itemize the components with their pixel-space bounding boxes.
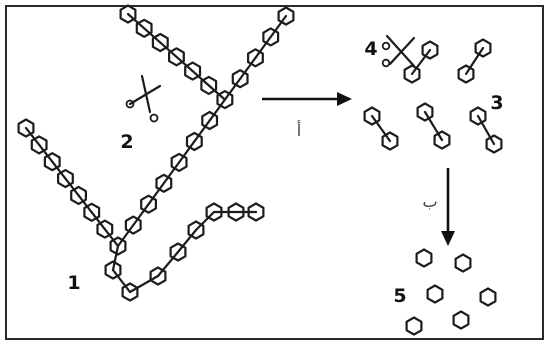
polymer-left-branch-monomer-bond xyxy=(90,211,106,231)
step-label-first: أ xyxy=(297,120,301,140)
fragment-dimer-a-ring xyxy=(403,64,421,84)
polymer-trunk-monomer-ring xyxy=(170,152,188,172)
polymer-trunk-monomer-bond xyxy=(193,119,211,143)
polymer-trunk-monomer-ring xyxy=(247,48,264,68)
polymer-left-branch-monomer-bond xyxy=(38,143,54,163)
polymer-left-branch-monomer-bond xyxy=(51,160,67,180)
polymer-lower-branch-monomer-bond xyxy=(194,210,216,232)
polymer-left-branch-monomer-ring xyxy=(83,202,101,222)
figure-frame xyxy=(5,5,544,340)
polymer-trunk-monomer-bond xyxy=(162,161,181,185)
polymer-trunk-monomer-ring xyxy=(277,6,295,26)
polymer-lower-branch-monomer-ring xyxy=(169,242,187,262)
fragment-dimer-c-bond xyxy=(370,114,392,143)
polymer-lower-branch-monomer-ring xyxy=(149,266,167,286)
polymer-top-branch-monomer-bond xyxy=(175,55,194,73)
polymer-lower-branch-monomer-bond xyxy=(176,228,198,254)
free-monomer-ring xyxy=(452,310,470,330)
free-monomer-ring xyxy=(415,248,433,268)
scissors-icon-right xyxy=(381,34,416,68)
polymer-trunk-monomer-ring xyxy=(140,194,157,214)
polymer-lower-branch-monomer-ring xyxy=(187,220,205,240)
label-scissors-right: 4 xyxy=(364,38,377,60)
polymer-left-branch-monomer-bond xyxy=(77,194,93,214)
polymer-trunk-monomer-bond xyxy=(254,35,272,59)
label-fragments: 3 xyxy=(490,92,503,114)
polymer-top-branch-monomer-bond xyxy=(159,41,178,58)
label-monomers: 5 xyxy=(393,285,406,307)
fragment-dimer-a-ring xyxy=(421,40,439,60)
polymer-left-branch-monomer-ring xyxy=(70,185,88,205)
polymer-trunk-monomer-bond xyxy=(147,182,165,206)
polymer-top-branch-monomer-ring xyxy=(184,61,202,81)
free-monomer-ring xyxy=(426,284,444,304)
polymer-top-branch-monomer-bond xyxy=(126,12,146,30)
polymer-left-branch-monomer-bond xyxy=(64,177,80,197)
polymer-top-branch-monomer-ring xyxy=(168,47,185,67)
polymer-trunk-monomer-bond xyxy=(269,14,288,39)
polymer-trunk-monomer-bond xyxy=(223,77,242,101)
fragment-dimer-b-ring xyxy=(457,64,475,84)
free-monomer-ring xyxy=(454,253,472,273)
polymer-left-branch-monomer-ring xyxy=(17,118,35,138)
polymer-left-branch-monomer-ring xyxy=(30,135,48,155)
polymer-top-branch-monomer-ring xyxy=(119,4,137,24)
polymer-top-branch-monomer-ring xyxy=(135,18,153,38)
polymer-trunk-monomer-bond xyxy=(239,56,257,80)
polymer-trunk-monomer-bond xyxy=(208,98,227,122)
polymer-trunk-monomer-ring xyxy=(262,27,280,47)
polymer-trunk-monomer-ring xyxy=(109,236,127,256)
polymer-lower-branch-monomer-bond xyxy=(111,268,132,294)
polymer-left-branch-monomer-ring xyxy=(96,219,114,239)
polymer-lower-branch-monomer-ring xyxy=(247,202,265,222)
arrow-step-first xyxy=(262,92,352,106)
fragment-dimer-c-ring xyxy=(363,106,381,126)
polymer-trunk-monomer-ring xyxy=(201,110,219,131)
polymer-lower-branch-monomer-ring xyxy=(104,260,122,280)
polymer-trunk-monomer-ring xyxy=(231,69,249,89)
polymer-top-branch-monomer-bond xyxy=(143,27,162,44)
fragment-dimer-d-bond xyxy=(423,110,444,142)
polymer-left-branch-monomer-bond xyxy=(24,126,41,146)
fragment-dimer-d-ring xyxy=(433,130,451,150)
polymer-lower-branch-monomer-ring xyxy=(227,202,245,222)
free-monomer-ring xyxy=(405,316,423,336)
fragment-dimer-e-bond xyxy=(476,114,496,146)
polymer-trunk-monomer-bond xyxy=(132,203,150,227)
fragment-dimer-e-ring xyxy=(485,134,503,154)
polymer-lower-branch-monomer-ring xyxy=(121,282,139,302)
polymer-lower-branch-bond xyxy=(111,244,120,272)
polymer-trunk-monomer-ring xyxy=(155,173,173,193)
fragment-dimer-b-ring xyxy=(474,38,492,58)
polymer-lower-branch-monomer-bond xyxy=(156,250,180,278)
polymer-top-branch-monomer-bond xyxy=(191,69,210,87)
chain-bonds xyxy=(24,12,496,294)
polymer-top-branch-bond xyxy=(207,84,227,101)
free-monomer-ring xyxy=(479,287,497,307)
label-branched-polymer: 1 xyxy=(67,272,80,294)
fragment-dimer-e-ring xyxy=(469,106,487,126)
arrow-step-second xyxy=(441,168,455,246)
fragment-dimer-c-ring xyxy=(381,131,399,151)
fragment-dimer-b-bond xyxy=(464,46,485,76)
step-label-second: ب xyxy=(422,192,437,211)
polymer-top-branch-monomer-ring xyxy=(200,75,218,96)
polymer-trunk-monomer-ring xyxy=(216,89,234,110)
polymer-left-branch-monomer-ring xyxy=(43,152,61,172)
label-scissors-left: 2 xyxy=(120,131,133,153)
polymer-trunk-monomer-ring xyxy=(185,131,203,152)
polymer-lower-branch-monomer-bond xyxy=(128,274,160,294)
polymer-lower-branch-monomer-ring xyxy=(205,202,223,222)
scissors-icon-left xyxy=(125,74,162,123)
fragment-dimer-d-ring xyxy=(416,102,434,122)
polymer-left-branch-monomer-ring xyxy=(56,169,74,189)
polymer-top-branch-monomer-ring xyxy=(151,32,169,53)
chain-rings xyxy=(17,4,503,336)
polymer-trunk-monomer-bond xyxy=(177,140,196,164)
fragment-dimer-a-bond xyxy=(410,48,432,76)
polymer-left-branch-bond xyxy=(103,228,120,248)
polymer-trunk-monomer-ring xyxy=(124,215,142,235)
polymer-trunk-monomer-bond xyxy=(116,223,135,248)
